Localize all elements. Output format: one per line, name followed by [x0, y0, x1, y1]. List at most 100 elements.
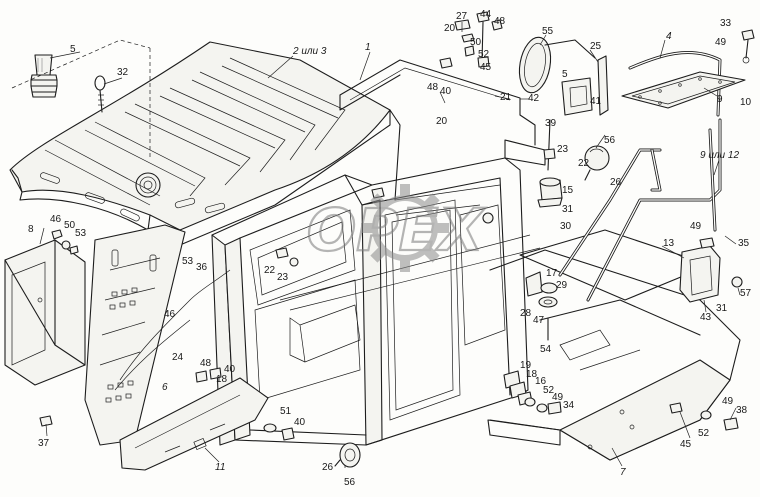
callout-52-mid: 52 [543, 385, 555, 396]
lifting-eye-bolt-part-32 [94, 75, 106, 113]
callout-26-mid: 26 [610, 177, 622, 188]
callout-22-mid: 22 [578, 158, 590, 169]
callout-18-mid: 18 [526, 369, 538, 380]
callout-18-bl: 18 [216, 374, 228, 385]
callout-47: 47 [533, 315, 545, 326]
mirror-arm-part-25 [561, 55, 609, 116]
callout-51: 51 [280, 406, 292, 417]
beacon-lamp-part-5 [30, 54, 58, 98]
knob-part-56 [584, 145, 610, 181]
callout-49-mid: 49 [552, 392, 564, 403]
callout-6: 6 [162, 382, 168, 393]
callout-49-tr: 49 [715, 37, 727, 48]
callout-50-left: 50 [64, 220, 76, 231]
fastener-group-27-44-48 [439, 11, 503, 69]
callout-23-left: 23 [277, 272, 289, 283]
callout-40-bl: 40 [224, 364, 236, 375]
callout-30: 30 [560, 221, 572, 232]
callout-34: 34 [563, 400, 575, 411]
callout-4: 4 [666, 31, 672, 42]
callout-10: 10 [740, 97, 752, 108]
callout-32: 32 [117, 67, 129, 78]
callout-40-bot: 40 [294, 417, 306, 428]
fastener-group-17-28-29 [525, 271, 558, 341]
callout-7: 7 [620, 467, 626, 478]
callout-19: 19 [520, 360, 532, 371]
mirror-bracket-part-4 [628, 51, 722, 117]
clip-group-16-18-19 [503, 370, 562, 415]
callout-45-br: 45 [680, 439, 692, 450]
callout-49-right: 49 [690, 221, 702, 232]
callout-33: 33 [720, 18, 732, 29]
callout-55: 55 [542, 26, 554, 37]
callout-41: 41 [590, 96, 602, 107]
callout-1: 1 [365, 42, 371, 53]
callout-25: 25 [590, 41, 602, 52]
callout-2or3: 2 или 3 [292, 46, 327, 57]
electrical-box-part-8 [4, 239, 86, 386]
callout-23-mid: 23 [557, 144, 569, 155]
handrail-pipe-part-9 [558, 118, 722, 302]
watermark-text: OPEX [307, 196, 486, 264]
callout-24: 24 [172, 352, 184, 363]
cab-floor-frame-part-7 [487, 229, 741, 461]
lower-side-skirt-part-11 [119, 377, 269, 471]
callout-leaders [39, 22, 741, 468]
callout-52-br: 52 [698, 428, 710, 439]
callout-31-mid: 31 [562, 204, 574, 215]
callout-48-top: 48 [494, 16, 506, 27]
callout-52-top: 52 [478, 49, 490, 60]
callout-54: 54 [540, 344, 552, 355]
callout-40-mid: 40 [440, 86, 452, 97]
fastener-group-46-50-53 [51, 229, 79, 255]
watermark: OPEX [306, 184, 487, 272]
side-step-panel-part-6 [84, 224, 186, 446]
callout-8: 8 [28, 224, 34, 235]
callout-5-right: 5 [562, 69, 568, 80]
callout-labels: 5 32 2 или 3 1 27 20 44 48 50 52 45 55 2… [28, 9, 752, 488]
callout-56-top: 56 [604, 135, 616, 146]
callout-16: 16 [535, 376, 547, 387]
cab-roof-panel [9, 41, 391, 246]
callout-46-mid: 46 [164, 309, 176, 320]
callout-48-mid: 48 [427, 82, 439, 93]
callout-5-left: 5 [70, 44, 76, 55]
mount-stack-parts-30-31-39 [537, 119, 563, 208]
callout-53-mid: 53 [182, 256, 194, 267]
horn-part-56 [334, 442, 361, 468]
callout-9or12: 9 или 12 [700, 150, 739, 161]
bracket-part-13 [679, 237, 743, 303]
callout-42: 42 [528, 93, 540, 104]
callout-46-left: 46 [50, 214, 62, 225]
mirror-part-55 [518, 36, 596, 94]
callout-45-top: 45 [480, 62, 492, 73]
callout-43: 43 [700, 312, 712, 323]
callout-26-bot: 26 [322, 462, 334, 473]
callout-48-bl: 48 [200, 358, 212, 369]
callout-20-mid: 20 [436, 116, 448, 127]
callout-44: 44 [480, 9, 492, 20]
callout-49-br: 49 [722, 396, 734, 407]
callout-39: 39 [545, 118, 557, 129]
callout-13: 13 [663, 238, 675, 249]
callout-11: 11 [215, 462, 225, 473]
callout-50-top: 50 [470, 37, 482, 48]
bolt-part-33 [741, 29, 755, 64]
callout-22-left: 22 [264, 265, 276, 276]
callout-28: 28 [520, 308, 532, 319]
callout-35: 35 [738, 238, 750, 249]
fastener-group-40-48-51 [39, 367, 295, 441]
callout-56-bot: 56 [344, 477, 356, 488]
mounting-plate-part-10 [621, 71, 746, 109]
callout-15: 15 [562, 185, 574, 196]
callout-38: 38 [736, 405, 748, 416]
fastener-group-22-23 [275, 187, 494, 267]
callout-36: 36 [196, 262, 208, 273]
callout-29: 29 [556, 280, 568, 291]
callout-17: 17 [546, 268, 558, 279]
callout-57: 57 [740, 288, 752, 299]
callout-37: 37 [38, 438, 50, 449]
fastener-group-38-45-49-52 [669, 402, 739, 431]
callout-53-left: 53 [75, 228, 87, 239]
